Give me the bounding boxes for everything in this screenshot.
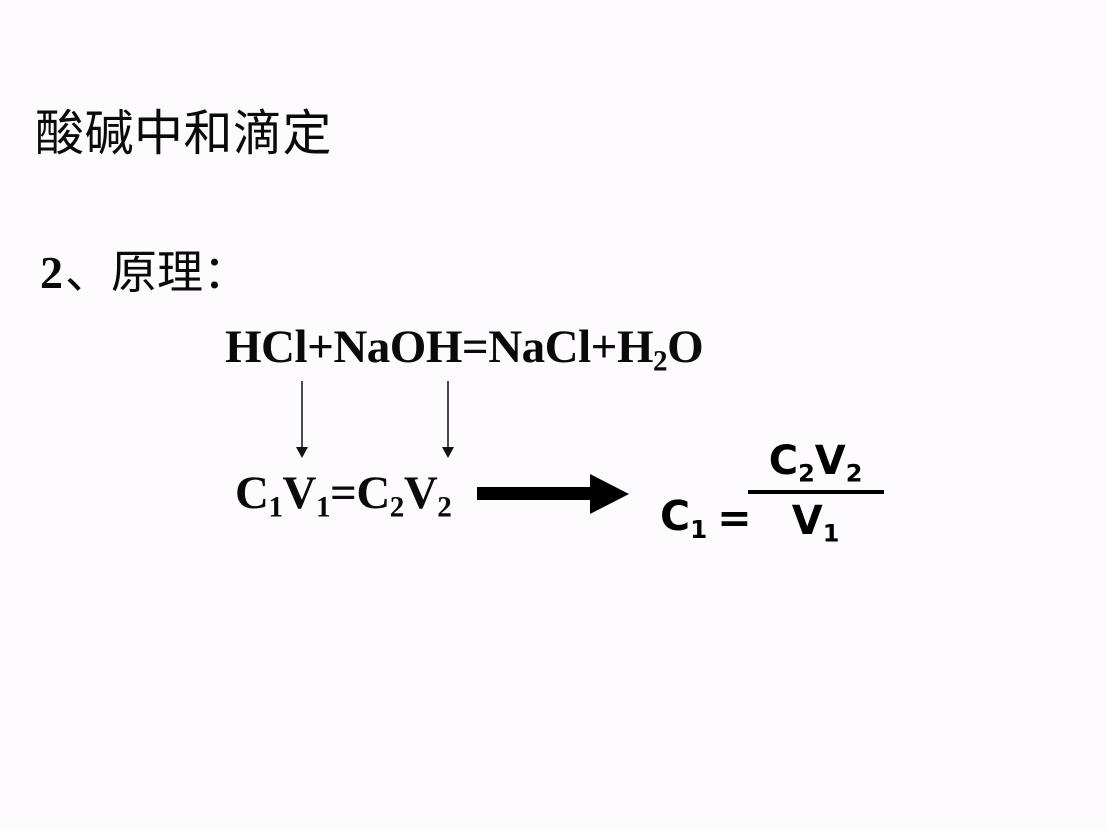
down-arrow-icon-base: [441, 381, 455, 461]
section-index: 2: [40, 247, 63, 298]
down-arrow-icon-acid: [295, 381, 309, 461]
result-formula: C1 = C2V2 V1: [660, 438, 884, 548]
numerator-c2: C: [768, 438, 799, 484]
conc-v1: V: [282, 467, 317, 519]
fraction-bar: [747, 489, 884, 494]
arrow-shaft: [477, 487, 594, 500]
arrow-head: [296, 447, 308, 458]
reaction-equals: =: [461, 321, 489, 373]
concentration-equation: C1V1=C2V2: [235, 466, 452, 525]
numerator-c2-subscript: 2: [798, 459, 815, 488]
numerator-v2-subscript: 2: [845, 459, 863, 488]
fraction: C2V2 V1: [747, 438, 884, 548]
conc-v2-subscript: 2: [437, 491, 452, 524]
arrow-shaft: [447, 381, 449, 449]
conc-c1-subscript: 1: [268, 491, 283, 524]
result-c1: C: [660, 491, 691, 540]
conc-c2-subscript: 2: [389, 491, 405, 524]
result-c1-subscript: 1: [690, 514, 708, 544]
denominator-v1: V: [791, 497, 823, 544]
reaction-equation: HCl+NaOH=NaCl+H2O: [225, 320, 704, 379]
page-title: 酸碱中和滴定: [35, 105, 333, 162]
fraction-numerator: C2V2: [759, 438, 873, 490]
result-lhs: C1: [660, 495, 708, 544]
reaction-plus-1: +: [307, 321, 334, 373]
right-arrow-icon: [477, 474, 629, 514]
conc-v2: V: [403, 467, 438, 519]
arrow-head: [442, 447, 454, 458]
section-label: 、原理：: [65, 245, 249, 299]
reaction-water-subscript: 2: [653, 345, 668, 378]
arrow-shaft: [301, 381, 303, 449]
reaction-base: NaOH: [333, 321, 462, 373]
conc-v1-subscript: 1: [315, 491, 331, 524]
reaction-water-o: O: [667, 321, 704, 373]
reaction-salt: NaCl: [488, 321, 591, 373]
section-heading: 2、原理：: [40, 245, 249, 299]
reaction-acid: HCl: [225, 321, 308, 373]
conc-equals: =: [330, 467, 357, 519]
denominator-v1-subscript: 1: [822, 519, 840, 548]
conc-c1: C: [235, 467, 269, 519]
result-equals: =: [717, 494, 751, 543]
arrow-head: [590, 474, 629, 514]
reaction-water-h: H: [616, 321, 654, 373]
numerator-v2: V: [814, 438, 846, 484]
fraction-denominator: V1: [782, 494, 850, 548]
reaction-plus-2: +: [590, 321, 618, 373]
conc-c2: C: [356, 467, 390, 519]
